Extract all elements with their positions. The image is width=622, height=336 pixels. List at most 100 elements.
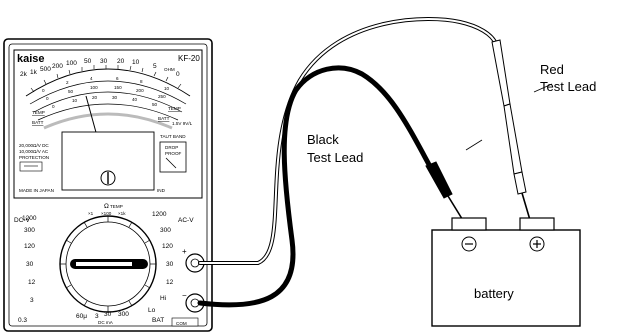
scale-labels-mid: 0 2 4 6 8 10 bbox=[42, 76, 170, 93]
red-lead-label-line2: Test Lead bbox=[540, 79, 596, 94]
tick-label: 200 bbox=[52, 63, 63, 70]
tick-label: 50 bbox=[68, 89, 74, 94]
dc-v-ranges: 1200 300 120 30 12 3 0.3 bbox=[18, 215, 37, 324]
positive-terminal[interactable] bbox=[519, 217, 555, 231]
scale-labels-outer: 2k 1k 500 200 100 50 30 20 10 5 0 OHM bbox=[20, 58, 180, 78]
tick-label: 50 bbox=[84, 58, 92, 65]
scale-arc-v2 bbox=[33, 91, 183, 113]
negative-terminal[interactable] bbox=[451, 217, 487, 231]
range-label: 120 bbox=[162, 243, 173, 250]
tick-label: 100 bbox=[90, 85, 98, 90]
tick-label: 30 bbox=[112, 95, 118, 100]
tick-label: 6 bbox=[116, 76, 119, 81]
brand-logo: kaise bbox=[17, 53, 45, 65]
tick-label: 20 bbox=[117, 58, 125, 65]
tick-label: 10 bbox=[132, 59, 140, 66]
ohm-range-label: Ω bbox=[104, 203, 109, 210]
red-lead-label-line1: Red bbox=[540, 62, 564, 77]
tick-label: 2 bbox=[66, 80, 69, 85]
black-lead-label-line2: Test Lead bbox=[307, 150, 363, 165]
dcma-range-label: 300 bbox=[118, 311, 129, 318]
drop-arrow-icon bbox=[165, 157, 177, 169]
tick-label: 10 bbox=[72, 98, 78, 103]
multimeter: kaise KF-20 2k 1k 500 200 bbox=[3, 38, 213, 332]
tick-label: 5 bbox=[153, 63, 157, 70]
range-label: 30 bbox=[166, 261, 174, 268]
tick-label: 1k bbox=[30, 69, 38, 76]
range-label: Hi bbox=[160, 295, 166, 302]
range-label: 0.3 bbox=[18, 317, 27, 324]
black-probe-grip bbox=[425, 161, 453, 199]
battery: battery bbox=[431, 217, 581, 327]
model-label: KF-20 bbox=[178, 54, 200, 63]
ohm-mult-label: ×1k bbox=[118, 211, 126, 216]
tick-label: 4 bbox=[90, 76, 93, 81]
battery-ranges-label: 1.5V 9V/L bbox=[172, 121, 193, 126]
dial-pointer-highlight bbox=[76, 262, 132, 266]
red-probe-grip bbox=[503, 103, 523, 175]
ohm-mult-label: ×100 bbox=[101, 211, 112, 216]
proof-label: PROOF bbox=[165, 151, 182, 156]
red-leader-line bbox=[533, 83, 553, 93]
scale-arc-v3 bbox=[37, 103, 179, 121]
mirror-band bbox=[43, 112, 173, 130]
ohm-scale-label: OHM bbox=[164, 67, 175, 72]
ac-v-ranges: 1200 300 120 30 12 Hi Lo bbox=[148, 211, 174, 314]
plus-jack-label: + bbox=[182, 247, 187, 256]
tick-label: 150 bbox=[114, 85, 122, 90]
tick-label: 30 bbox=[100, 58, 108, 65]
tick-label: 20 bbox=[92, 95, 98, 100]
range-selector[interactable] bbox=[59, 215, 157, 313]
tick-label: 500 bbox=[40, 66, 51, 73]
com-label-box bbox=[171, 317, 199, 327]
black-leader-line bbox=[465, 139, 483, 151]
red-probe-guard bbox=[513, 171, 527, 195]
plus-jack-hole bbox=[190, 258, 200, 268]
bat-label: BAT bbox=[152, 317, 164, 324]
range-label: 3 bbox=[30, 297, 34, 304]
tick-label: 0 bbox=[52, 104, 55, 109]
dc-v-label: DC-V bbox=[14, 217, 31, 224]
red-probe[interactable] bbox=[491, 39, 531, 221]
meter-inner-frame bbox=[8, 43, 208, 327]
sensitivity-dc: 20,000Ω/V DC bbox=[19, 143, 49, 148]
tick-label: 50 bbox=[152, 102, 158, 107]
tick-label: 40 bbox=[132, 97, 138, 102]
tick-label: 8 bbox=[140, 79, 143, 84]
black-lead-label-line1: Black bbox=[307, 132, 339, 147]
temp-scale-label-right: TEMP bbox=[168, 106, 181, 111]
red-probe-tip bbox=[521, 192, 531, 221]
made-in-label: MADE IN JAPAN bbox=[19, 188, 54, 193]
ohm-mult-label: ×1 bbox=[88, 211, 94, 216]
range-label: Lo bbox=[148, 307, 156, 314]
meter-scale bbox=[25, 65, 191, 130]
temp-range-label: TEMP bbox=[110, 204, 123, 209]
range-label: 1200 bbox=[152, 211, 167, 218]
tick-label: 250 bbox=[158, 94, 166, 99]
scale-labels-mid2: 0 50 100 150 200 250 bbox=[46, 85, 166, 101]
red-lead-wire bbox=[199, 17, 497, 264]
battery-label: battery bbox=[474, 286, 514, 301]
battery-body bbox=[431, 229, 581, 327]
fuse-symbol-icon bbox=[19, 161, 43, 172]
dcma-label: DC mA bbox=[98, 320, 114, 325]
sensitivity-ac: 10,000Ω/V AC bbox=[19, 149, 49, 154]
red-probe-handle bbox=[491, 39, 511, 107]
dcma-range-label: 3 bbox=[95, 313, 99, 320]
tick-label: 0 bbox=[46, 96, 49, 101]
range-label: 300 bbox=[160, 227, 171, 234]
batt-scale-label: BATT bbox=[32, 120, 44, 125]
tick-label: 100 bbox=[66, 60, 77, 67]
tick-label: 2k bbox=[20, 71, 28, 78]
drop-proof-badge bbox=[159, 141, 187, 173]
black-probe[interactable] bbox=[425, 161, 465, 223]
range-label: 300 bbox=[24, 227, 35, 234]
batt-scale-label-right: BATT bbox=[158, 116, 170, 121]
taut-band-label: TAUT BAND bbox=[160, 134, 186, 139]
protection-label: PROTECTION bbox=[19, 155, 49, 160]
dial-knurl bbox=[60, 216, 156, 312]
scale-arc-v bbox=[29, 80, 187, 105]
scale-labels-inner: 0 10 20 30 40 50 bbox=[52, 95, 158, 109]
range-label: 12 bbox=[28, 279, 36, 286]
